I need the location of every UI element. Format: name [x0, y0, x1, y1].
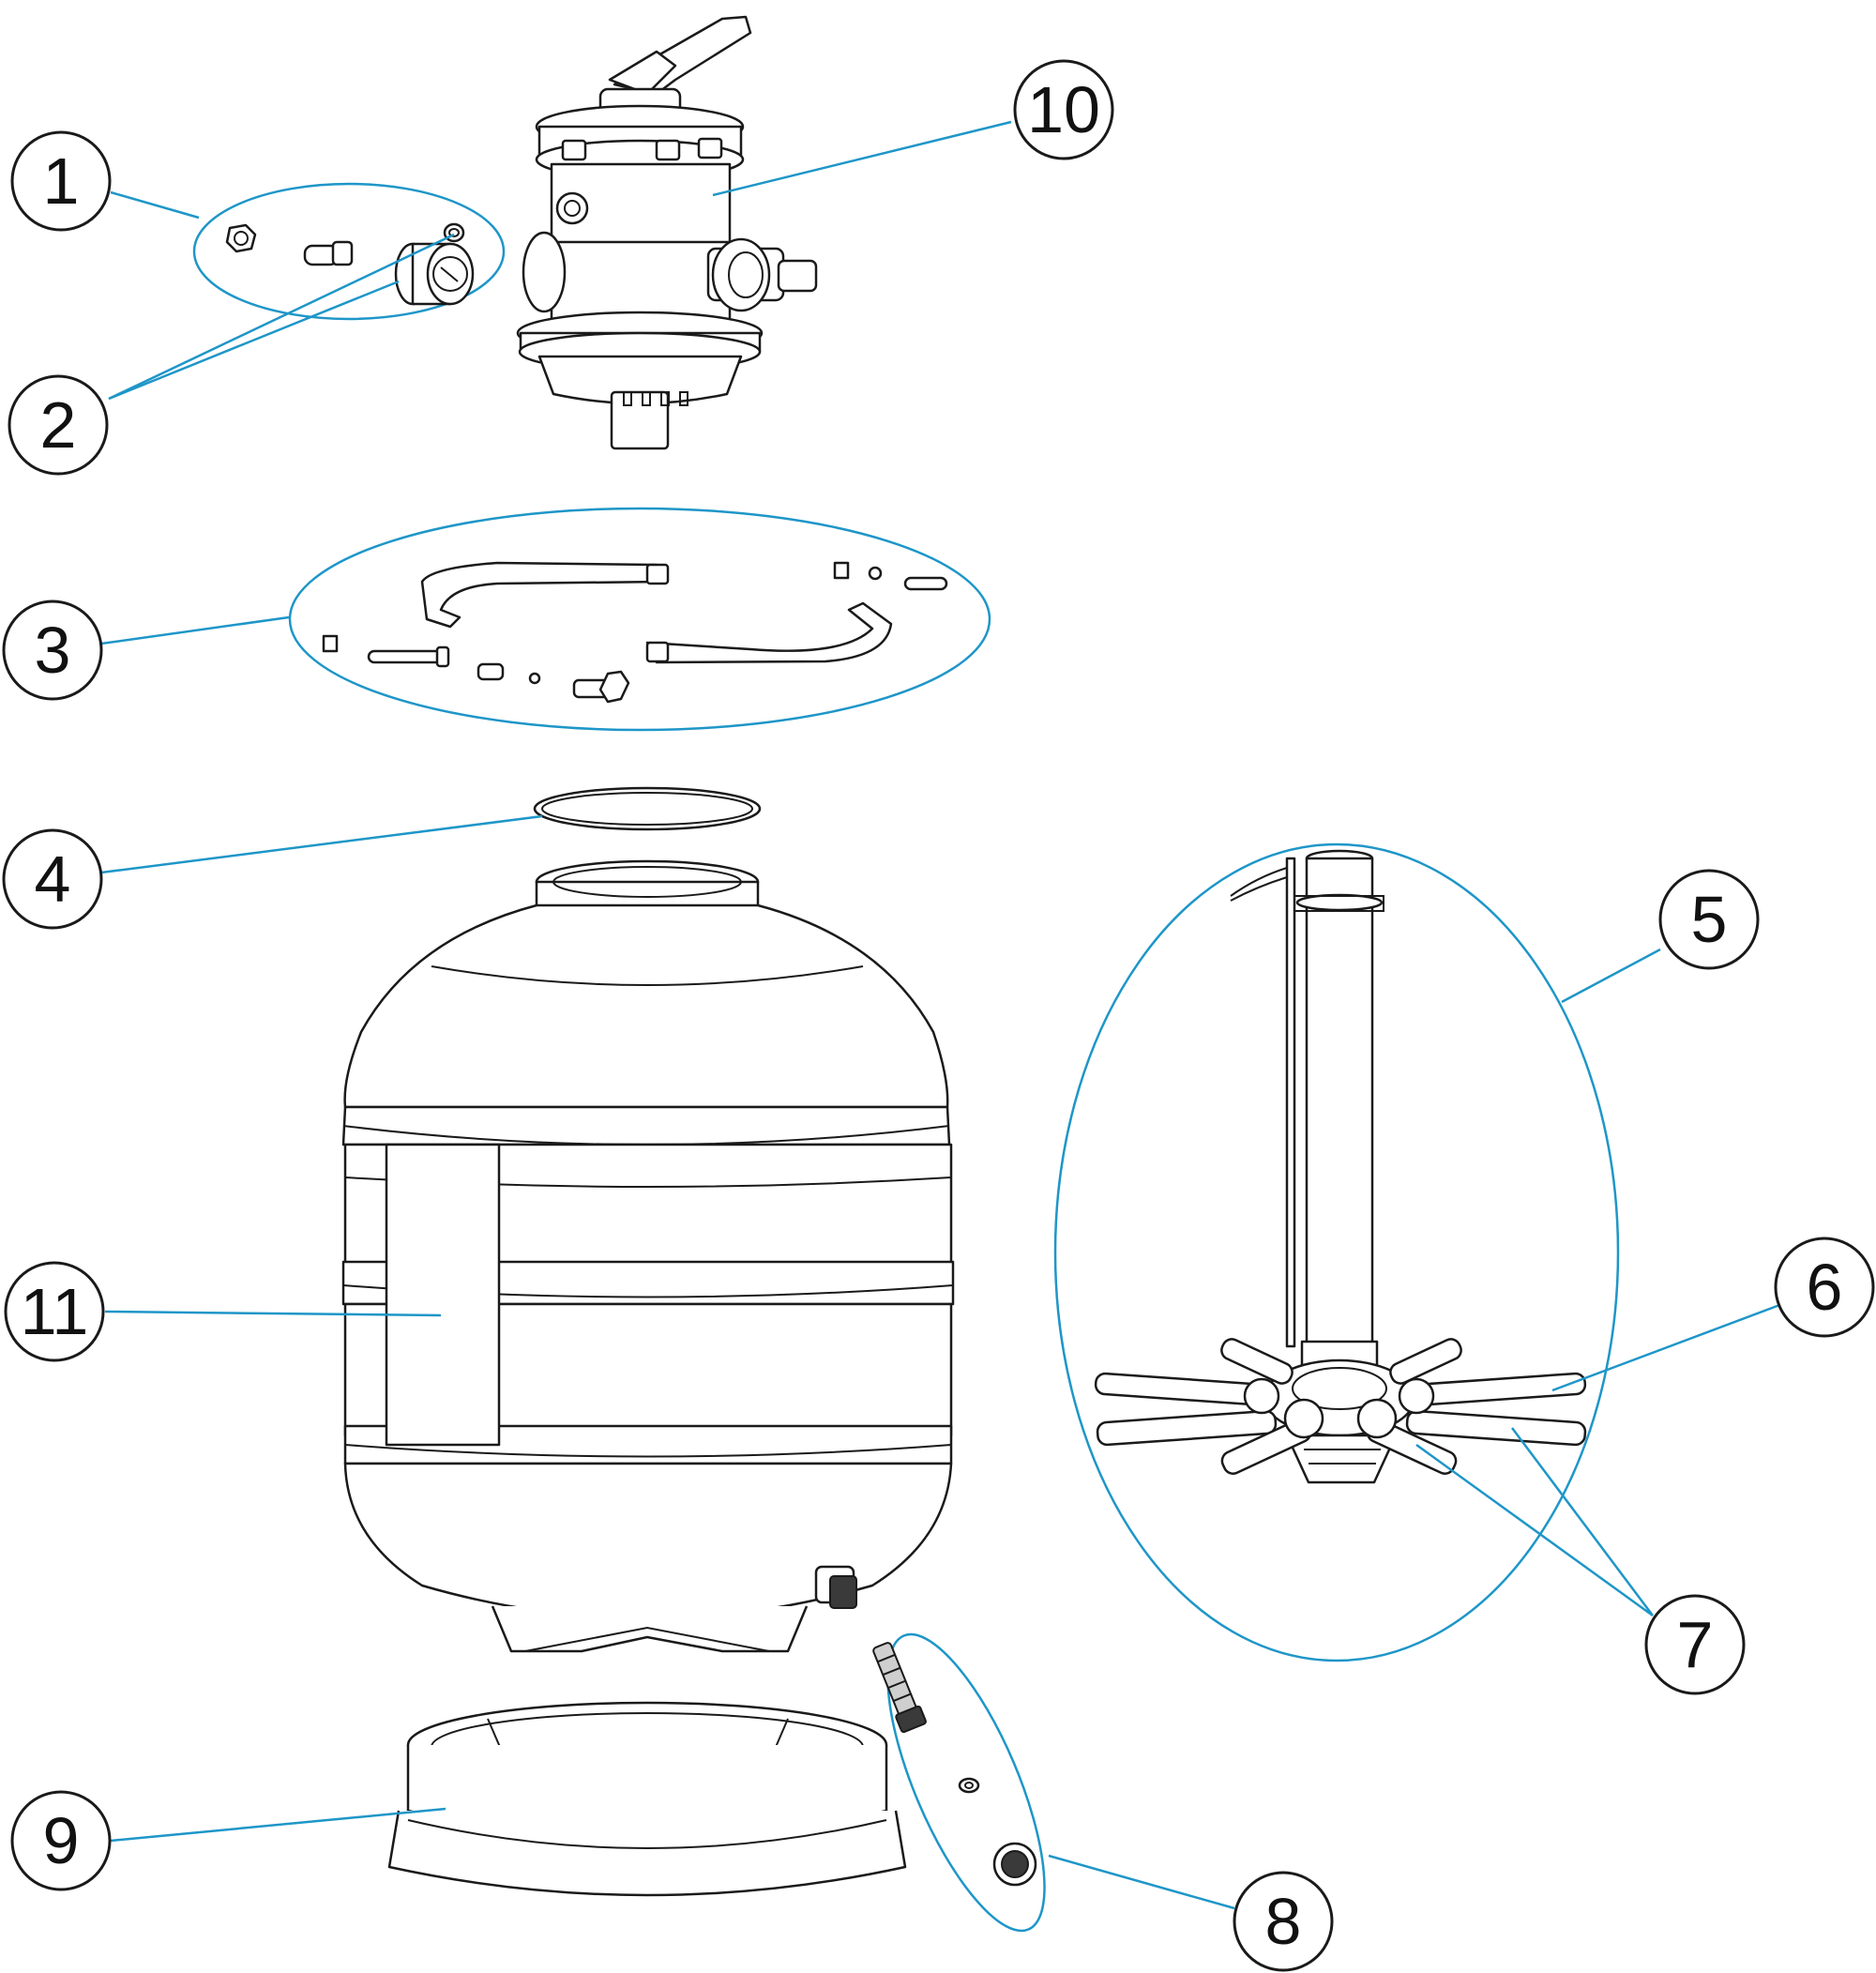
- leader-3: [100, 615, 290, 645]
- callout-1: 1: [10, 130, 112, 232]
- group-ellipse-5: [1053, 842, 1620, 1662]
- callout-7-label: 7: [1677, 1608, 1714, 1681]
- callout-6: 6: [1774, 1237, 1875, 1338]
- filter-base: [387, 1701, 907, 1897]
- leader-10: [712, 120, 1012, 197]
- leader-4: [100, 814, 543, 874]
- group-ellipse-8: [886, 1632, 1046, 1933]
- callout-8-label: 8: [1265, 1885, 1302, 1958]
- leader-5: [1561, 948, 1661, 1004]
- leader-6: [1551, 1302, 1783, 1392]
- callout-7: 7: [1644, 1594, 1746, 1695]
- drain-parts: [872, 1642, 1037, 1887]
- callout-5: 5: [1658, 869, 1760, 970]
- multiport-valve: [516, 15, 818, 450]
- fittings-group-1: [225, 222, 475, 306]
- callout-9-label: 9: [43, 1804, 80, 1877]
- filter-tank: [341, 859, 955, 1653]
- leader-9: [110, 1807, 446, 1843]
- leader-7b: [1511, 1427, 1654, 1616]
- leader-1: [110, 190, 200, 220]
- leader-8: [1048, 1854, 1235, 1910]
- callout-3: 3: [2, 599, 103, 701]
- leader-2a: [108, 233, 455, 401]
- callout-11: 11: [4, 1261, 105, 1362]
- lateral-assembly: [1094, 849, 1587, 1484]
- callout-8: 8: [1233, 1871, 1334, 1972]
- callout-10: 10: [1013, 59, 1114, 160]
- group-ellipse-1: [192, 182, 506, 321]
- callout-1-label: 1: [43, 144, 80, 218]
- callout-2: 2: [8, 374, 109, 476]
- callout-5-label: 5: [1691, 883, 1728, 956]
- leader-2b: [108, 280, 400, 401]
- clamp-set: [322, 561, 948, 704]
- callout-6-label: 6: [1807, 1251, 1843, 1324]
- callout-4: 4: [2, 828, 103, 930]
- callout-4-label: 4: [35, 842, 71, 916]
- group-ellipse-3: [288, 507, 991, 732]
- leader-7a: [1415, 1443, 1654, 1617]
- callout-3-label: 3: [35, 614, 71, 687]
- leader-lines: [100, 120, 1783, 1910]
- callout-10-label: 10: [1027, 73, 1100, 146]
- tank-o-ring: [533, 786, 762, 831]
- callout-11-label: 11: [21, 1275, 89, 1348]
- callout-9: 9: [10, 1790, 112, 1891]
- callout-2-label: 2: [40, 388, 77, 462]
- leader-11: [104, 1310, 442, 1317]
